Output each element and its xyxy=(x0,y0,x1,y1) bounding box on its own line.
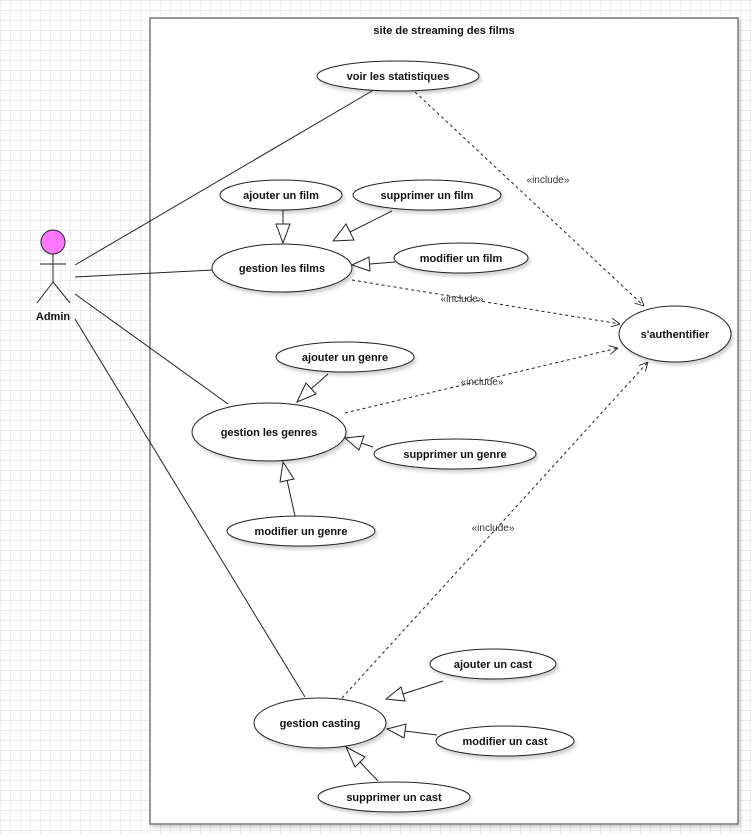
associations xyxy=(74,90,373,698)
gen-del-film xyxy=(331,223,355,242)
use-case-label: ajouter un genre xyxy=(302,352,388,364)
actor-head xyxy=(40,229,66,255)
use-case-modifier-genre[interactable]: modifier un genre xyxy=(226,515,376,547)
gen-del-genre xyxy=(343,435,365,451)
use-case-label: gestion les genres xyxy=(221,427,318,439)
use-case-label: s'authentifier xyxy=(641,329,710,341)
actor-label: Admin xyxy=(36,311,71,323)
gen-mod-cast xyxy=(385,723,407,739)
gen-del-cast xyxy=(344,745,366,768)
gen-mod-genre xyxy=(279,460,295,483)
use-case-ajouter-film[interactable]: ajouter un film xyxy=(219,179,343,211)
use-case-label: ajouter un cast xyxy=(454,659,533,671)
use-case-ajouter-genre[interactable]: ajouter un genre xyxy=(275,341,415,373)
use-case-label: ajouter un film xyxy=(243,190,319,202)
use-case-supprimer-genre[interactable]: supprimer un genre xyxy=(373,438,537,470)
gen-add-film xyxy=(275,223,291,245)
generalizations xyxy=(275,209,444,782)
include-casting-auth xyxy=(341,362,648,699)
system-title: site de streaming des films xyxy=(373,25,514,37)
include-label-films: «include» xyxy=(441,294,484,305)
include-label-stats: «include» xyxy=(527,175,570,186)
use-case-modifier-film[interactable]: modifier un film xyxy=(393,242,529,274)
use-case-label: gestion les films xyxy=(239,263,325,275)
include-label-casting: «include» xyxy=(472,523,515,534)
include-genres-auth xyxy=(344,348,618,414)
gen-mod-film xyxy=(350,256,371,272)
assoc-casting xyxy=(74,318,306,698)
gen-add-genre xyxy=(295,382,317,403)
use-case-supprimer-film[interactable]: supprimer un film xyxy=(352,179,502,211)
assoc-genres xyxy=(74,293,229,405)
use-case-gestion-casting[interactable]: gestion casting xyxy=(253,697,387,749)
use-case-label: supprimer un genre xyxy=(403,449,506,461)
use-case-label: voir les statistiques xyxy=(347,71,450,83)
assoc-stats xyxy=(74,90,373,266)
use-case-modifier-cast[interactable]: modifier un cast xyxy=(435,725,575,757)
use-case-label: supprimer un film xyxy=(381,190,474,202)
use-case-label: modifier un genre xyxy=(255,526,348,538)
use-case-supprimer-cast[interactable]: supprimer un cast xyxy=(317,781,471,813)
use-case-label: gestion casting xyxy=(280,718,361,730)
use-case-label: supprimer un cast xyxy=(346,792,442,804)
include-label-genres: «include» xyxy=(461,377,504,388)
assoc-films xyxy=(74,269,214,278)
use-case-gestion-films[interactable]: gestion les films xyxy=(211,243,353,293)
use-case-label: modifier un film xyxy=(420,253,503,265)
use-case-voir-statistiques[interactable]: voir les statistiques xyxy=(316,60,480,92)
include-relations xyxy=(341,91,648,699)
actor-admin[interactable]: Admin xyxy=(36,229,71,323)
gen-add-cast xyxy=(384,686,406,702)
use-case-gestion-genres[interactable]: gestion les genres xyxy=(191,402,347,462)
use-case-label: modifier un cast xyxy=(463,736,548,748)
use-case-authentifier[interactable]: s'authentifier xyxy=(618,305,732,363)
use-case-ajouter-cast[interactable]: ajouter un cast xyxy=(429,648,557,680)
include-stats-auth xyxy=(414,91,644,306)
